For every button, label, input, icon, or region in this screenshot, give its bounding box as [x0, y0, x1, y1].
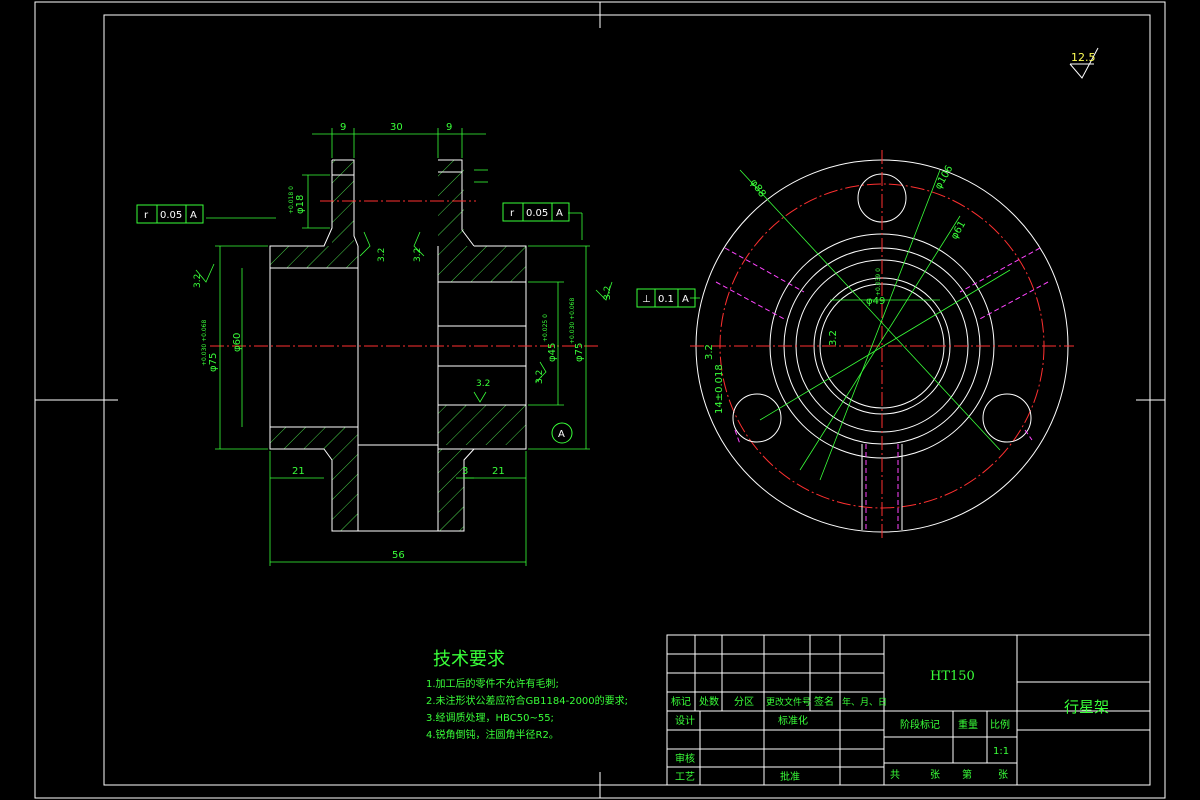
svg-text:共: 共: [890, 769, 900, 781]
svg-text:9: 9: [340, 122, 346, 133]
svg-text:张: 张: [998, 769, 1008, 781]
svg-text:3.2: 3.2: [413, 248, 423, 262]
svg-text:+0.018 0: +0.018 0: [288, 186, 295, 214]
technical-requirements-list: 1.加工后的零件不允许有毛刺; 2.未注形状公差应符合GB1184-2000的要…: [426, 676, 628, 744]
tolerance-frame-left: r 0.05 A: [136, 204, 204, 224]
svg-text:标准化: 标准化: [778, 714, 808, 727]
section-view: [210, 159, 600, 532]
section-dimensions: [206, 128, 590, 566]
front-view-text: φ88 φ106 φ61 φ49 +0.039 0 14±0.018 3.2 3…: [704, 164, 968, 414]
svg-text:3.2: 3.2: [193, 274, 203, 288]
svg-text:+0.039 0: +0.039 0: [875, 268, 882, 296]
tolerance-frame-front: ⊥ 0.1 A: [636, 288, 696, 308]
requirement-item: 4.锐角倒钝，注圆角半径R2。: [426, 730, 559, 741]
svg-text:0.05: 0.05: [526, 208, 548, 219]
svg-text:φ18: φ18: [295, 195, 306, 214]
svg-text:14±0.018: 14±0.018: [714, 364, 725, 414]
title-block-text: HT150 行星架 标记 处数 分区 更改文件号 签名 年、月、日 设计 标准化…: [671, 669, 1109, 783]
svg-text:处数: 处数: [699, 695, 719, 708]
svg-text:3: 3: [462, 466, 468, 477]
svg-text:φ49: φ49: [866, 296, 885, 307]
technical-requirements-title: 技术要求: [433, 649, 505, 670]
svg-text:0.05: 0.05: [160, 210, 182, 221]
svg-text:3.2: 3.2: [704, 344, 715, 360]
title-block: [666, 634, 1151, 786]
part-name: 行星架: [1064, 698, 1109, 716]
surface-finish-marks: [195, 231, 613, 403]
svg-text:0.1: 0.1: [658, 294, 674, 305]
svg-text:审核: 审核: [675, 752, 695, 765]
svg-text:分区: 分区: [734, 696, 754, 708]
svg-text:更改文件号: 更改文件号: [766, 696, 811, 708]
svg-text:第: 第: [962, 768, 972, 781]
svg-text:9: 9: [446, 122, 452, 133]
roughness-symbol-general: 12.5: [1069, 47, 1099, 79]
svg-text:3.2: 3.2: [603, 286, 613, 300]
svg-text:重量: 重量: [958, 718, 978, 731]
svg-text:3.2: 3.2: [377, 248, 387, 262]
svg-text:3.2: 3.2: [828, 330, 839, 346]
svg-text:21: 21: [292, 466, 305, 477]
datum-marker: A: [551, 422, 573, 444]
drawing-frame: [34, 1, 1166, 799]
svg-text:+0.025 0: +0.025 0: [542, 314, 549, 342]
svg-text:21: 21: [492, 466, 505, 477]
svg-text:工艺: 工艺: [675, 771, 695, 783]
svg-text:张: 张: [930, 769, 940, 781]
requirement-item: 3.经调质处理，HBC50~55;: [426, 713, 554, 724]
svg-text:+0.030 +0.068: +0.030 +0.068: [569, 298, 576, 344]
svg-text:φ75: φ75: [574, 343, 585, 362]
roughness-value: 12.5: [1071, 51, 1096, 64]
svg-text:标记: 标记: [671, 696, 691, 708]
svg-text:⊥: ⊥: [642, 294, 651, 305]
requirement-item: 1.加工后的零件不允许有毛刺;: [426, 679, 559, 690]
requirement-item: 2.未注形状公差应符合GB1184-2000的要求;: [426, 696, 629, 707]
svg-text:φ75: φ75: [208, 353, 219, 372]
svg-text:3.2: 3.2: [476, 379, 490, 389]
svg-text:φ45: φ45: [547, 343, 558, 362]
svg-text:A: A: [556, 208, 563, 219]
svg-text:30: 30: [390, 122, 403, 133]
svg-text:+0.030 +0.068: +0.030 +0.068: [201, 320, 208, 366]
svg-text:签名: 签名: [814, 695, 834, 708]
section-dimension-text: 9 30 9 21 3 21 56 φ18 +0.018 0 φ75 +0.03…: [201, 122, 585, 561]
front-view: [690, 150, 1074, 540]
svg-text:3.2: 3.2: [535, 370, 545, 384]
svg-text:A: A: [682, 294, 689, 305]
tolerance-frame-right: r 0.05 A: [502, 202, 570, 222]
svg-text:r: r: [510, 208, 515, 219]
svg-text:批准: 批准: [780, 770, 800, 783]
svg-text:56: 56: [392, 550, 405, 561]
svg-text:φ61: φ61: [949, 219, 968, 241]
surface-finish-values: 3.2 3.2 3.2 3.2 3.2 3.2: [193, 248, 613, 389]
svg-text:A: A: [190, 210, 197, 221]
svg-text:φ60: φ60: [232, 333, 243, 352]
svg-text:年、月、日: 年、月、日: [842, 696, 887, 708]
svg-text:1:1: 1:1: [993, 746, 1009, 757]
material-label: HT150: [930, 669, 975, 684]
svg-text:比例: 比例: [990, 718, 1010, 731]
svg-text:r: r: [144, 210, 149, 221]
svg-text:阶段标记: 阶段标记: [900, 718, 940, 731]
svg-text:A: A: [558, 429, 565, 440]
svg-text:设计: 设计: [675, 714, 695, 727]
